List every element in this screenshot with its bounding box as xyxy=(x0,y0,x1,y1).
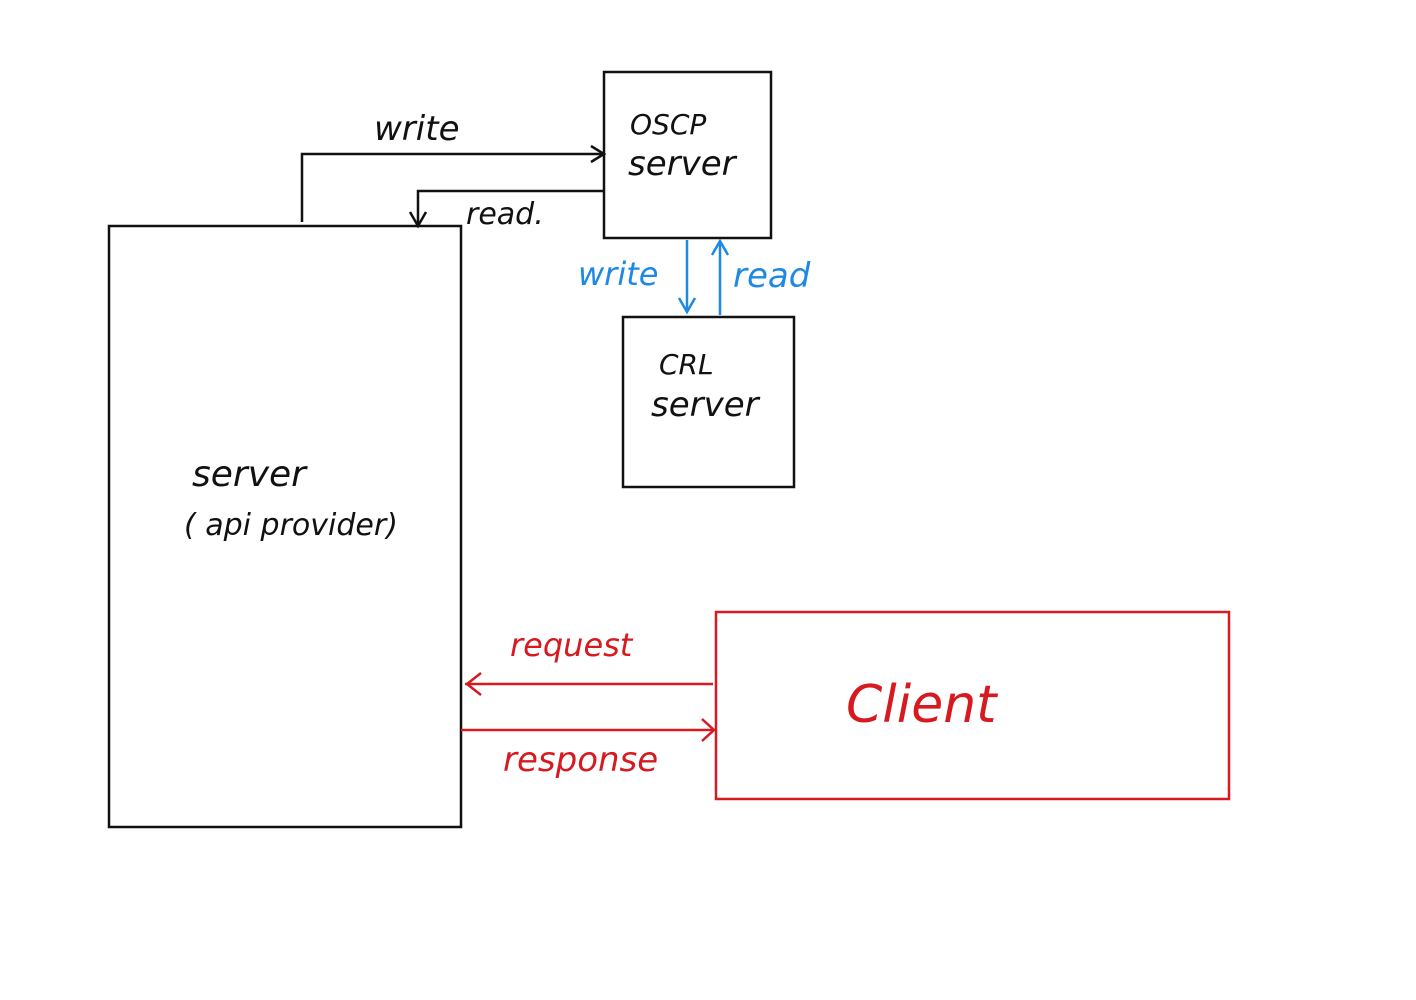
client-label: Client xyxy=(846,675,998,735)
write-arrowhead-oscp xyxy=(590,144,607,164)
read-arrowhead-oscp xyxy=(710,238,730,256)
oscp-label-line1: OSCP xyxy=(630,108,706,141)
client-box xyxy=(714,610,1231,801)
request-arrowhead-server xyxy=(464,672,482,696)
server-box xyxy=(107,224,463,829)
label-read-crl-oscp: read xyxy=(733,256,811,296)
read-arrowhead-server xyxy=(408,211,428,229)
write-arrowhead-crl xyxy=(677,297,697,315)
crl-label-line1: CRL xyxy=(659,348,714,381)
label-write-oscp-crl: write xyxy=(578,255,658,293)
crl-server-box xyxy=(621,315,796,489)
write-arrow-server-to-oscp xyxy=(300,152,604,222)
server-label-line2: ( api provider) xyxy=(184,508,398,543)
server-label-line1: server xyxy=(192,454,308,495)
label-response: response xyxy=(503,740,658,780)
label-write-server-oscp: write xyxy=(374,109,459,149)
crl-label-line2: server xyxy=(651,385,761,425)
read-arrow-oscp-to-server xyxy=(416,189,604,226)
response-arrowhead-client xyxy=(701,718,716,742)
oscp-label-line2: server xyxy=(628,144,738,184)
label-request: request xyxy=(510,626,634,664)
label-read-oscp-server: read. xyxy=(466,197,544,232)
